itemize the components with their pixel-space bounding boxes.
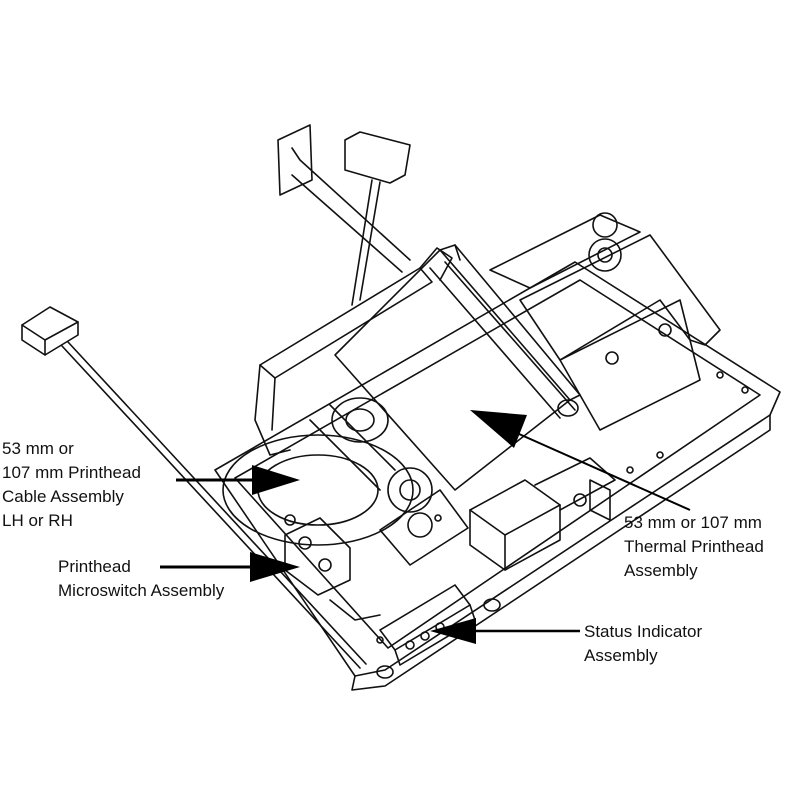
- status-indicator-assembly-label: Status Indicator Assembly: [584, 620, 702, 668]
- callout-line: Thermal Printhead: [624, 537, 764, 556]
- callout-line: Microswitch Assembly: [58, 581, 225, 600]
- leader-arrows: [160, 410, 691, 644]
- microswitch-arrow: [160, 552, 300, 582]
- callout-line: Status Indicator: [584, 622, 703, 641]
- callout-line: Cable Assembly: [2, 487, 124, 506]
- printhead-microswitch-assembly-label: Printhead Microswitch Assembly: [58, 555, 224, 603]
- callout-line: LH or RH: [2, 511, 73, 530]
- callout-line: 107 mm Printhead: [2, 463, 141, 482]
- callout-line: Assembly: [624, 561, 698, 580]
- callout-line: 53 mm or: [2, 439, 74, 458]
- thermal-arrow: [470, 410, 691, 511]
- mechanism-line-art: [21, 124, 781, 691]
- thermal-printhead-assembly-label: 53 mm or 107 mm Thermal Printhead Assemb…: [624, 511, 764, 583]
- cable-arrow: [176, 465, 300, 495]
- callout-line: 53 mm or 107 mm: [624, 513, 762, 532]
- callout-line: Printhead: [58, 557, 131, 576]
- printhead-cable-assembly-label: 53 mm or 107 mm Printhead Cable Assembly…: [2, 437, 141, 533]
- callout-line: Assembly: [584, 646, 658, 665]
- status-arrow: [430, 618, 580, 644]
